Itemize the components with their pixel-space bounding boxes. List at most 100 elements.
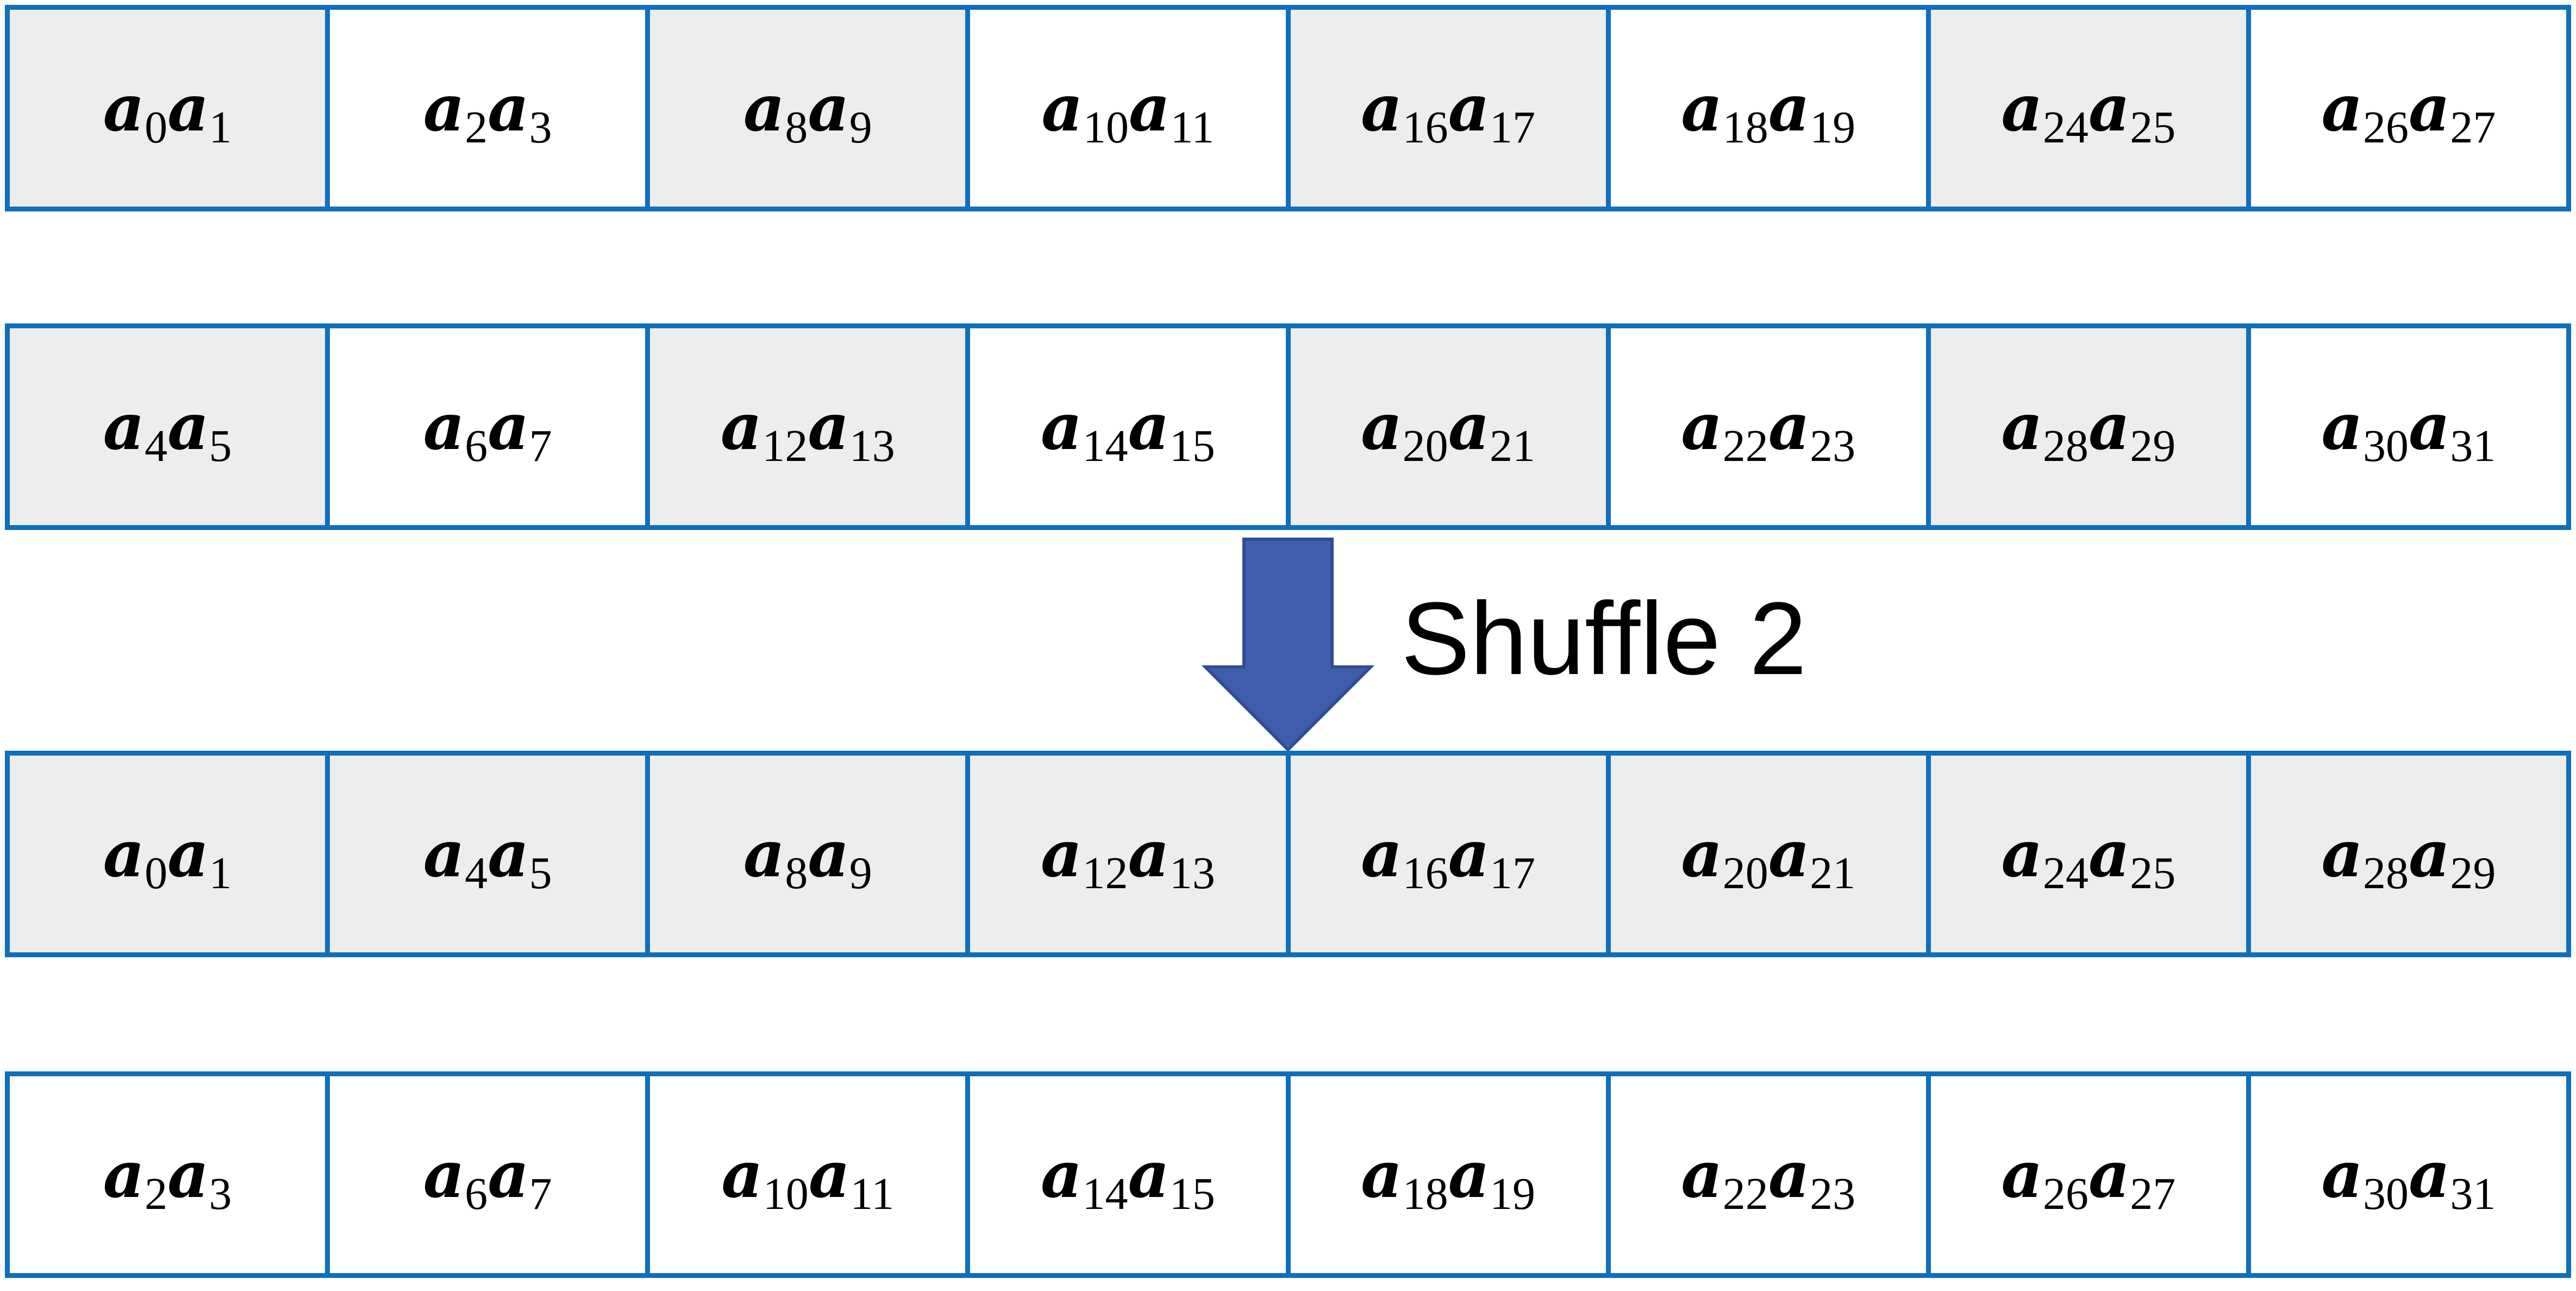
element-index: 16 [1402,102,1448,153]
element-symbol: a [1041,70,1083,146]
element-symbol: a [487,1137,529,1212]
element-index: 17 [1490,848,1536,899]
element-symbol: a [1681,389,1723,464]
element-symbol: a [103,1137,145,1212]
down-arrow-shape [1201,538,1375,752]
element-index: 12 [762,421,808,471]
element-index: 28 [2362,848,2409,899]
element-index: 6 [465,421,488,471]
element-symbol: a [2321,816,2363,891]
element-symbol: a [721,1137,763,1212]
element-index: 0 [145,848,168,899]
element-symbol: a [1361,1137,1403,1212]
element-symbol: a [720,389,762,464]
element-symbol: a [2321,389,2363,464]
element-index: 15 [1169,421,1215,471]
element-symbol: a [1361,70,1403,146]
element-index: 11 [1170,102,1215,153]
element-symbol: a [2001,70,2043,146]
element-symbol: a [808,816,849,891]
element-symbol: a [2088,1137,2130,1212]
element-symbol: a [1361,389,1403,464]
element-symbol: a [2321,1137,2363,1212]
element-index: 25 [2130,102,2176,153]
element-index: 19 [1810,102,1856,153]
element-symbol: a [1361,816,1403,891]
element-index: 20 [1722,848,1768,899]
down-arrow-icon [1201,538,1375,752]
element-symbol: a [1768,816,1810,891]
element-index: 27 [2450,102,2496,153]
element-index: 29 [2130,421,2176,471]
element-index: 13 [1169,848,1215,899]
element-index: 8 [785,102,808,153]
element-symbol: a [2088,389,2130,464]
element-symbol: a [2408,70,2450,146]
element-index: 21 [1810,848,1856,899]
element-index: 18 [1722,102,1768,153]
element-symbol: a [1768,389,1810,464]
element-index: 30 [2362,1169,2409,1219]
element-symbol: a [808,389,849,464]
element-index: 27 [2130,1169,2176,1219]
element-symbol: a [167,70,209,146]
element-symbol: a [1681,1137,1723,1212]
element-index: 12 [1082,848,1128,899]
element-index: 26 [2042,1169,2089,1219]
element-index: 26 [2362,102,2409,153]
element-index: 31 [2450,1169,2496,1219]
element-symbol: a [808,1137,851,1212]
element-index: 30 [2362,421,2409,471]
element-symbol: a [2088,816,2130,891]
element-index: 29 [2450,848,2496,899]
element-symbol: a [423,816,465,891]
element-symbol: a [487,70,529,146]
element-index: 0 [145,102,168,153]
element-symbol: a [1128,70,1171,146]
element-symbol: a [423,1137,465,1212]
element-symbol: a [1768,70,1810,146]
element-symbol: a [1681,70,1723,146]
